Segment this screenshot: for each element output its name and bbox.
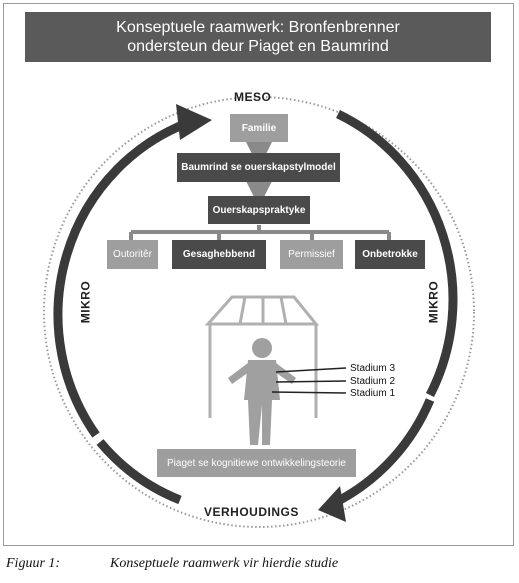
box-piaget-theory: Piaget se kognitiewe ontwikkelingsteorie (157, 449, 356, 477)
stage-2-line (275, 380, 347, 383)
stage-1-label: Stadium 1 (350, 388, 396, 399)
stage-3-line (275, 367, 347, 373)
circular-arrow-top-right (336, 109, 458, 398)
label-meso: MESO (234, 90, 272, 104)
circular-arrow-top-left (53, 117, 192, 438)
label-verhoudings: VERHOUDINGS (204, 505, 299, 519)
arrowhead-top-left (176, 104, 212, 140)
stage-1-line (271, 391, 347, 394)
label-mikro-right: MIKRO (426, 280, 441, 324)
outer-dotted-circle (43, 96, 475, 528)
caption-label: Figuur 1: (6, 556, 61, 571)
box-baumrind-model: Baumrind se ouerskapstylmodel (177, 153, 340, 182)
circular-arrow-bottom-right (337, 398, 435, 504)
stage-2-label: Stadium 2 (350, 376, 396, 387)
stage-3-label: Stadium 3 (350, 363, 396, 374)
diagram-title: Konseptuele raamwerk: Bronfenbrenner ond… (25, 12, 491, 62)
caption-text: Konseptuele raamwerk vir hierdie studie (110, 556, 339, 571)
circular-arrow-bottom-left (96, 439, 182, 505)
arrowhead-bottom-right (318, 486, 346, 522)
box-style-permissief: Permissief (280, 240, 343, 269)
box-familie: Familie (230, 114, 288, 142)
box-style-outoriter: Outoritêr (107, 240, 158, 269)
house-structure (204, 295, 320, 418)
child-figure (228, 338, 296, 445)
title-line-2: ondersteun deur Piaget en Baumrind (127, 38, 389, 55)
label-mikro-left: MIKRO (78, 280, 93, 324)
box-style-onbetrokke: Onbetrokke (355, 240, 425, 269)
box-style-gesaghebbend: Gesaghebbend (172, 240, 266, 269)
title-line-1: Konseptuele raamwerk: Bronfenbrenner (116, 19, 400, 36)
box-ouerskapspraktyke: Ouerskapspraktyke (208, 196, 310, 224)
